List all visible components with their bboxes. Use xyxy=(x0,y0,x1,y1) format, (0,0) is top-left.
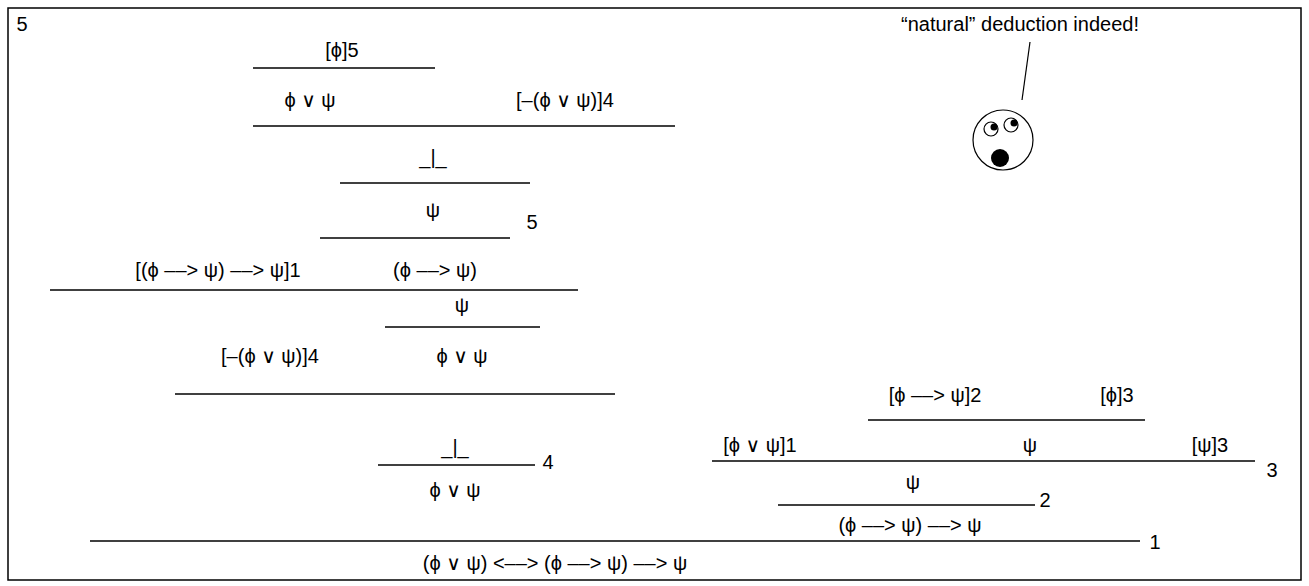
inference-line xyxy=(175,393,615,395)
formula: (ϕ ∨ ψ) <––> (ϕ ––> ψ) ––> ψ xyxy=(423,553,687,573)
formula: _|_ xyxy=(419,147,446,167)
mouth xyxy=(991,149,1009,167)
inference-line xyxy=(253,125,675,127)
formula: (ϕ ––> ψ) ––> ψ xyxy=(838,515,981,535)
formula: ψ xyxy=(455,295,469,315)
speech-text: “natural” deduction indeed! xyxy=(901,14,1139,34)
formula: ϕ ∨ ψ xyxy=(429,480,480,500)
inference-line xyxy=(50,289,578,291)
formula: [ϕ ––> ψ]2 xyxy=(889,385,982,405)
inference-line xyxy=(90,540,1140,542)
formula: [(ϕ ––> ψ) ––> ψ]1 xyxy=(135,260,300,280)
formula: 2 xyxy=(1039,490,1050,510)
formula: [ϕ]5 xyxy=(325,40,358,60)
formula: 3 xyxy=(1266,460,1277,480)
formula: ψ xyxy=(1023,435,1037,455)
inference-lines xyxy=(50,68,1255,541)
inference-line xyxy=(868,419,1145,421)
formula: 1 xyxy=(1149,532,1160,552)
formula: [ψ]3 xyxy=(1192,435,1229,455)
formula: 5 xyxy=(16,14,27,34)
eye xyxy=(1004,118,1018,132)
formula: ψ xyxy=(906,472,920,492)
formula: [ϕ ∨ ψ]1 xyxy=(723,435,796,455)
formula: ψ xyxy=(426,200,440,220)
pupil xyxy=(991,124,998,131)
formula: [ϕ]3 xyxy=(1100,385,1133,405)
inference-line xyxy=(320,237,510,239)
inference-line xyxy=(253,67,435,69)
pupil xyxy=(1011,120,1018,127)
frame xyxy=(8,8,1301,580)
inference-line xyxy=(385,326,540,328)
formula: _|_ xyxy=(441,437,468,457)
inference-line xyxy=(778,504,1035,506)
formula: [–(ϕ ∨ ψ)]4 xyxy=(516,90,614,110)
formula: (ϕ ––> ψ) xyxy=(393,260,477,280)
formula: ϕ ∨ ψ xyxy=(284,90,335,110)
eye xyxy=(984,122,998,136)
face xyxy=(973,110,1033,170)
leader-line xyxy=(1022,42,1030,100)
formula: ϕ ∨ ψ xyxy=(436,346,487,366)
formula: [–(ϕ ∨ ψ)]4 xyxy=(221,346,319,366)
face-icon xyxy=(973,42,1033,170)
formula: 4 xyxy=(542,452,553,472)
inference-line xyxy=(378,464,535,466)
inference-line xyxy=(712,460,1255,462)
inference-line xyxy=(340,182,530,184)
formula: 5 xyxy=(526,212,537,232)
